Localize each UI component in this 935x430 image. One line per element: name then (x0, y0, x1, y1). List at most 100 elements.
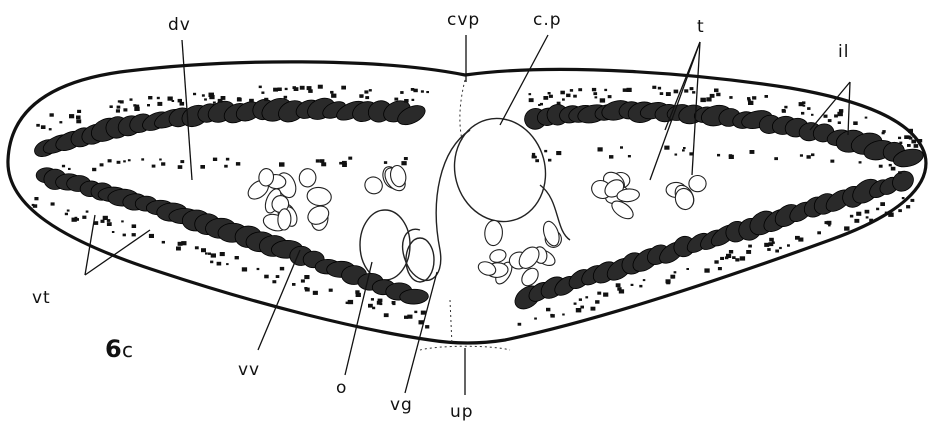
interstitial-dot (729, 154, 732, 157)
interstitial-dot (704, 268, 709, 272)
interstitial-dot (825, 221, 829, 224)
interstitial-dot (161, 162, 165, 165)
interstitial-dot (342, 163, 347, 167)
egg (689, 175, 706, 191)
interstitial-dot (619, 289, 624, 293)
interstitial-dot (237, 98, 240, 101)
interstitial-dot (41, 125, 46, 129)
interstitial-dot (562, 314, 565, 316)
label-vt: vt (32, 288, 51, 308)
interstitial-dot (301, 279, 305, 282)
interstitial-dot (795, 236, 800, 240)
interstitial-dot (277, 88, 281, 92)
interstitial-dot (666, 92, 671, 96)
label-dv: dv (168, 15, 191, 35)
interstitial-dot (292, 283, 296, 286)
interstitial-dot (149, 234, 154, 238)
interstitial-dot (529, 98, 534, 102)
interstitial-dot (220, 252, 225, 256)
interstitial-dot (898, 209, 902, 212)
interstitial-dot (193, 93, 196, 95)
interstitial-dot (318, 85, 323, 89)
interstitial-dot (313, 291, 318, 295)
interstitial-dot (346, 302, 349, 304)
panel-letter: c (122, 338, 133, 362)
interstitial-dot (213, 158, 217, 161)
interstitial-dot (176, 247, 181, 251)
interstitial-dot (909, 137, 913, 140)
interstitial-dot (902, 197, 905, 199)
interstitial-dot (339, 162, 342, 165)
interstitial-dot (425, 325, 429, 328)
interstitial-dot (557, 102, 561, 105)
interstitial-dot (639, 285, 642, 288)
interstitial-dot (117, 161, 121, 164)
interstitial-dot (401, 161, 406, 165)
interstitial-dot (876, 208, 879, 211)
interstitial-dot (729, 96, 732, 99)
interstitial-dot (830, 160, 834, 163)
interstitial-dot (280, 267, 284, 271)
interstitial-dot (392, 303, 395, 306)
interstitial-dot (226, 158, 229, 161)
interstitial-dot (534, 156, 537, 159)
interstitial-dot (911, 199, 915, 202)
interstitial-dot (750, 150, 755, 154)
interstitial-dot (76, 119, 81, 123)
interstitial-dot (110, 105, 113, 108)
interstitial-dot (394, 98, 398, 101)
interstitial-dot (50, 113, 54, 116)
interstitial-dot (128, 159, 131, 161)
interstitial-dot (172, 100, 175, 102)
interstitial-dot (732, 256, 736, 259)
interstitial-dot (123, 234, 126, 237)
interstitial-dot (400, 91, 403, 94)
interstitial-dot (593, 92, 597, 95)
interstitial-dot (684, 89, 688, 92)
interstitial-dot (850, 215, 853, 218)
interstitial-dot (560, 91, 565, 95)
interstitial-dot (628, 155, 631, 157)
interstitial-dot (204, 98, 207, 100)
interstitial-dot (911, 140, 916, 144)
interstitial-dot (782, 109, 785, 112)
interstitial-dot (888, 213, 894, 217)
interstitial-dot (259, 86, 262, 89)
interstitial-dot (747, 97, 750, 100)
interstitial-dot (716, 93, 720, 97)
interstitial-dot (518, 323, 522, 326)
interstitial-dot (32, 204, 35, 206)
label-up: up (450, 402, 474, 422)
interstitial-dot (574, 303, 577, 305)
interstitial-dot (341, 86, 346, 90)
interstitial-dot (717, 154, 720, 157)
interstitial-dot (330, 91, 333, 94)
interstitial-dot (824, 115, 828, 118)
interstitial-dot (201, 248, 206, 252)
interstitial-dot (421, 90, 424, 92)
interstitial-dot (562, 98, 565, 100)
interstitial-dot (803, 105, 806, 107)
interstitial-dot (205, 252, 208, 254)
interstitial-dot (800, 154, 803, 156)
interstitial-dot (378, 299, 383, 303)
interstitial-dot (368, 304, 373, 308)
interstitial-dot (365, 96, 369, 99)
interstitial-dot (200, 165, 205, 169)
interstitial-dot (710, 94, 715, 98)
interstitial-dot (320, 159, 325, 163)
interstitial-dot (769, 238, 774, 242)
interstitial-dot (889, 164, 892, 167)
interstitial-dot (828, 119, 832, 122)
interstitial-dot (348, 157, 352, 160)
interstitial-dot (914, 144, 919, 148)
label-cp: c.p (533, 10, 562, 30)
interstitial-dot (865, 117, 868, 119)
interstitial-dot (180, 102, 185, 106)
interstitial-dot (141, 158, 144, 160)
interstitial-dot (157, 102, 162, 106)
interstitial-dot (294, 87, 299, 91)
interstitial-dot (600, 98, 605, 102)
interstitial-dot (213, 102, 216, 104)
